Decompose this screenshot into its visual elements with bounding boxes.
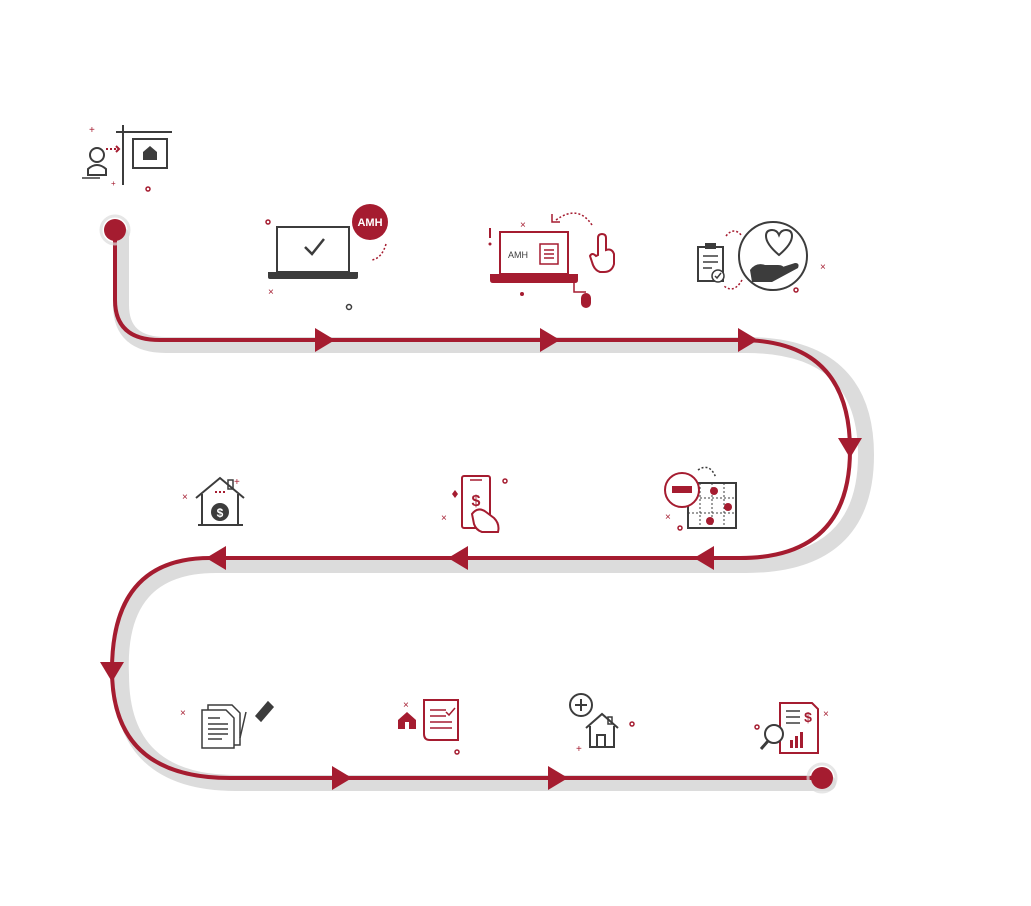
end-point: [811, 767, 833, 789]
laptop-check-amh-icon: AMH ×: [265, 204, 388, 311]
house-plus-icon: +: [569, 693, 635, 755]
svg-text:+: +: [576, 744, 582, 755]
svg-text:×: ×: [820, 262, 826, 273]
arrow-right-5: [548, 766, 568, 790]
svg-text:×: ×: [182, 492, 188, 503]
arrow-down-1: [838, 438, 862, 458]
svg-text:$: $: [472, 493, 481, 510]
arrow-left-2: [448, 546, 468, 570]
start-point: [104, 219, 126, 241]
arrow-right-2: [540, 328, 560, 352]
report-dollar-magnifier-icon: $ ×: [754, 702, 829, 754]
svg-text:×: ×: [665, 512, 671, 523]
path-shadow: [112, 227, 874, 791]
calendar-minus-icon: ×: [664, 466, 737, 531]
arrow-left-3: [206, 546, 226, 570]
checklist-heart-care-icon: ×: [697, 221, 826, 293]
arrow-right-4: [332, 766, 352, 790]
laptop-listing-click-icon: AMH ×: [488, 212, 615, 308]
phone-payment-hand-icon: $ ×: [441, 475, 508, 533]
documents-pencil-icon: ×: [180, 700, 275, 749]
arrow-right-1: [315, 328, 335, 352]
arrow-right-3: [738, 328, 758, 352]
svg-text:×: ×: [180, 708, 186, 719]
svg-text:+: +: [89, 125, 95, 136]
arrow-left-1: [694, 546, 714, 570]
svg-text:×: ×: [823, 709, 829, 720]
svg-text:×: ×: [403, 700, 409, 711]
svg-text:×: ×: [520, 220, 526, 231]
svg-text:+: +: [111, 179, 116, 188]
house-dollar-icon: $ + ×: [182, 476, 245, 526]
svg-text:$: $: [217, 506, 224, 520]
svg-text:$: $: [804, 709, 812, 725]
arrow-down-2: [100, 662, 124, 682]
signage-person-icon: + +: [82, 125, 172, 192]
house-document-icon: ×: [398, 699, 460, 755]
svg-text:×: ×: [441, 513, 447, 524]
svg-text:+: +: [234, 477, 240, 488]
screen-logo-text: AMH: [508, 250, 528, 260]
amh-logo-text: AMH: [357, 217, 382, 229]
svg-text:×: ×: [268, 287, 274, 298]
